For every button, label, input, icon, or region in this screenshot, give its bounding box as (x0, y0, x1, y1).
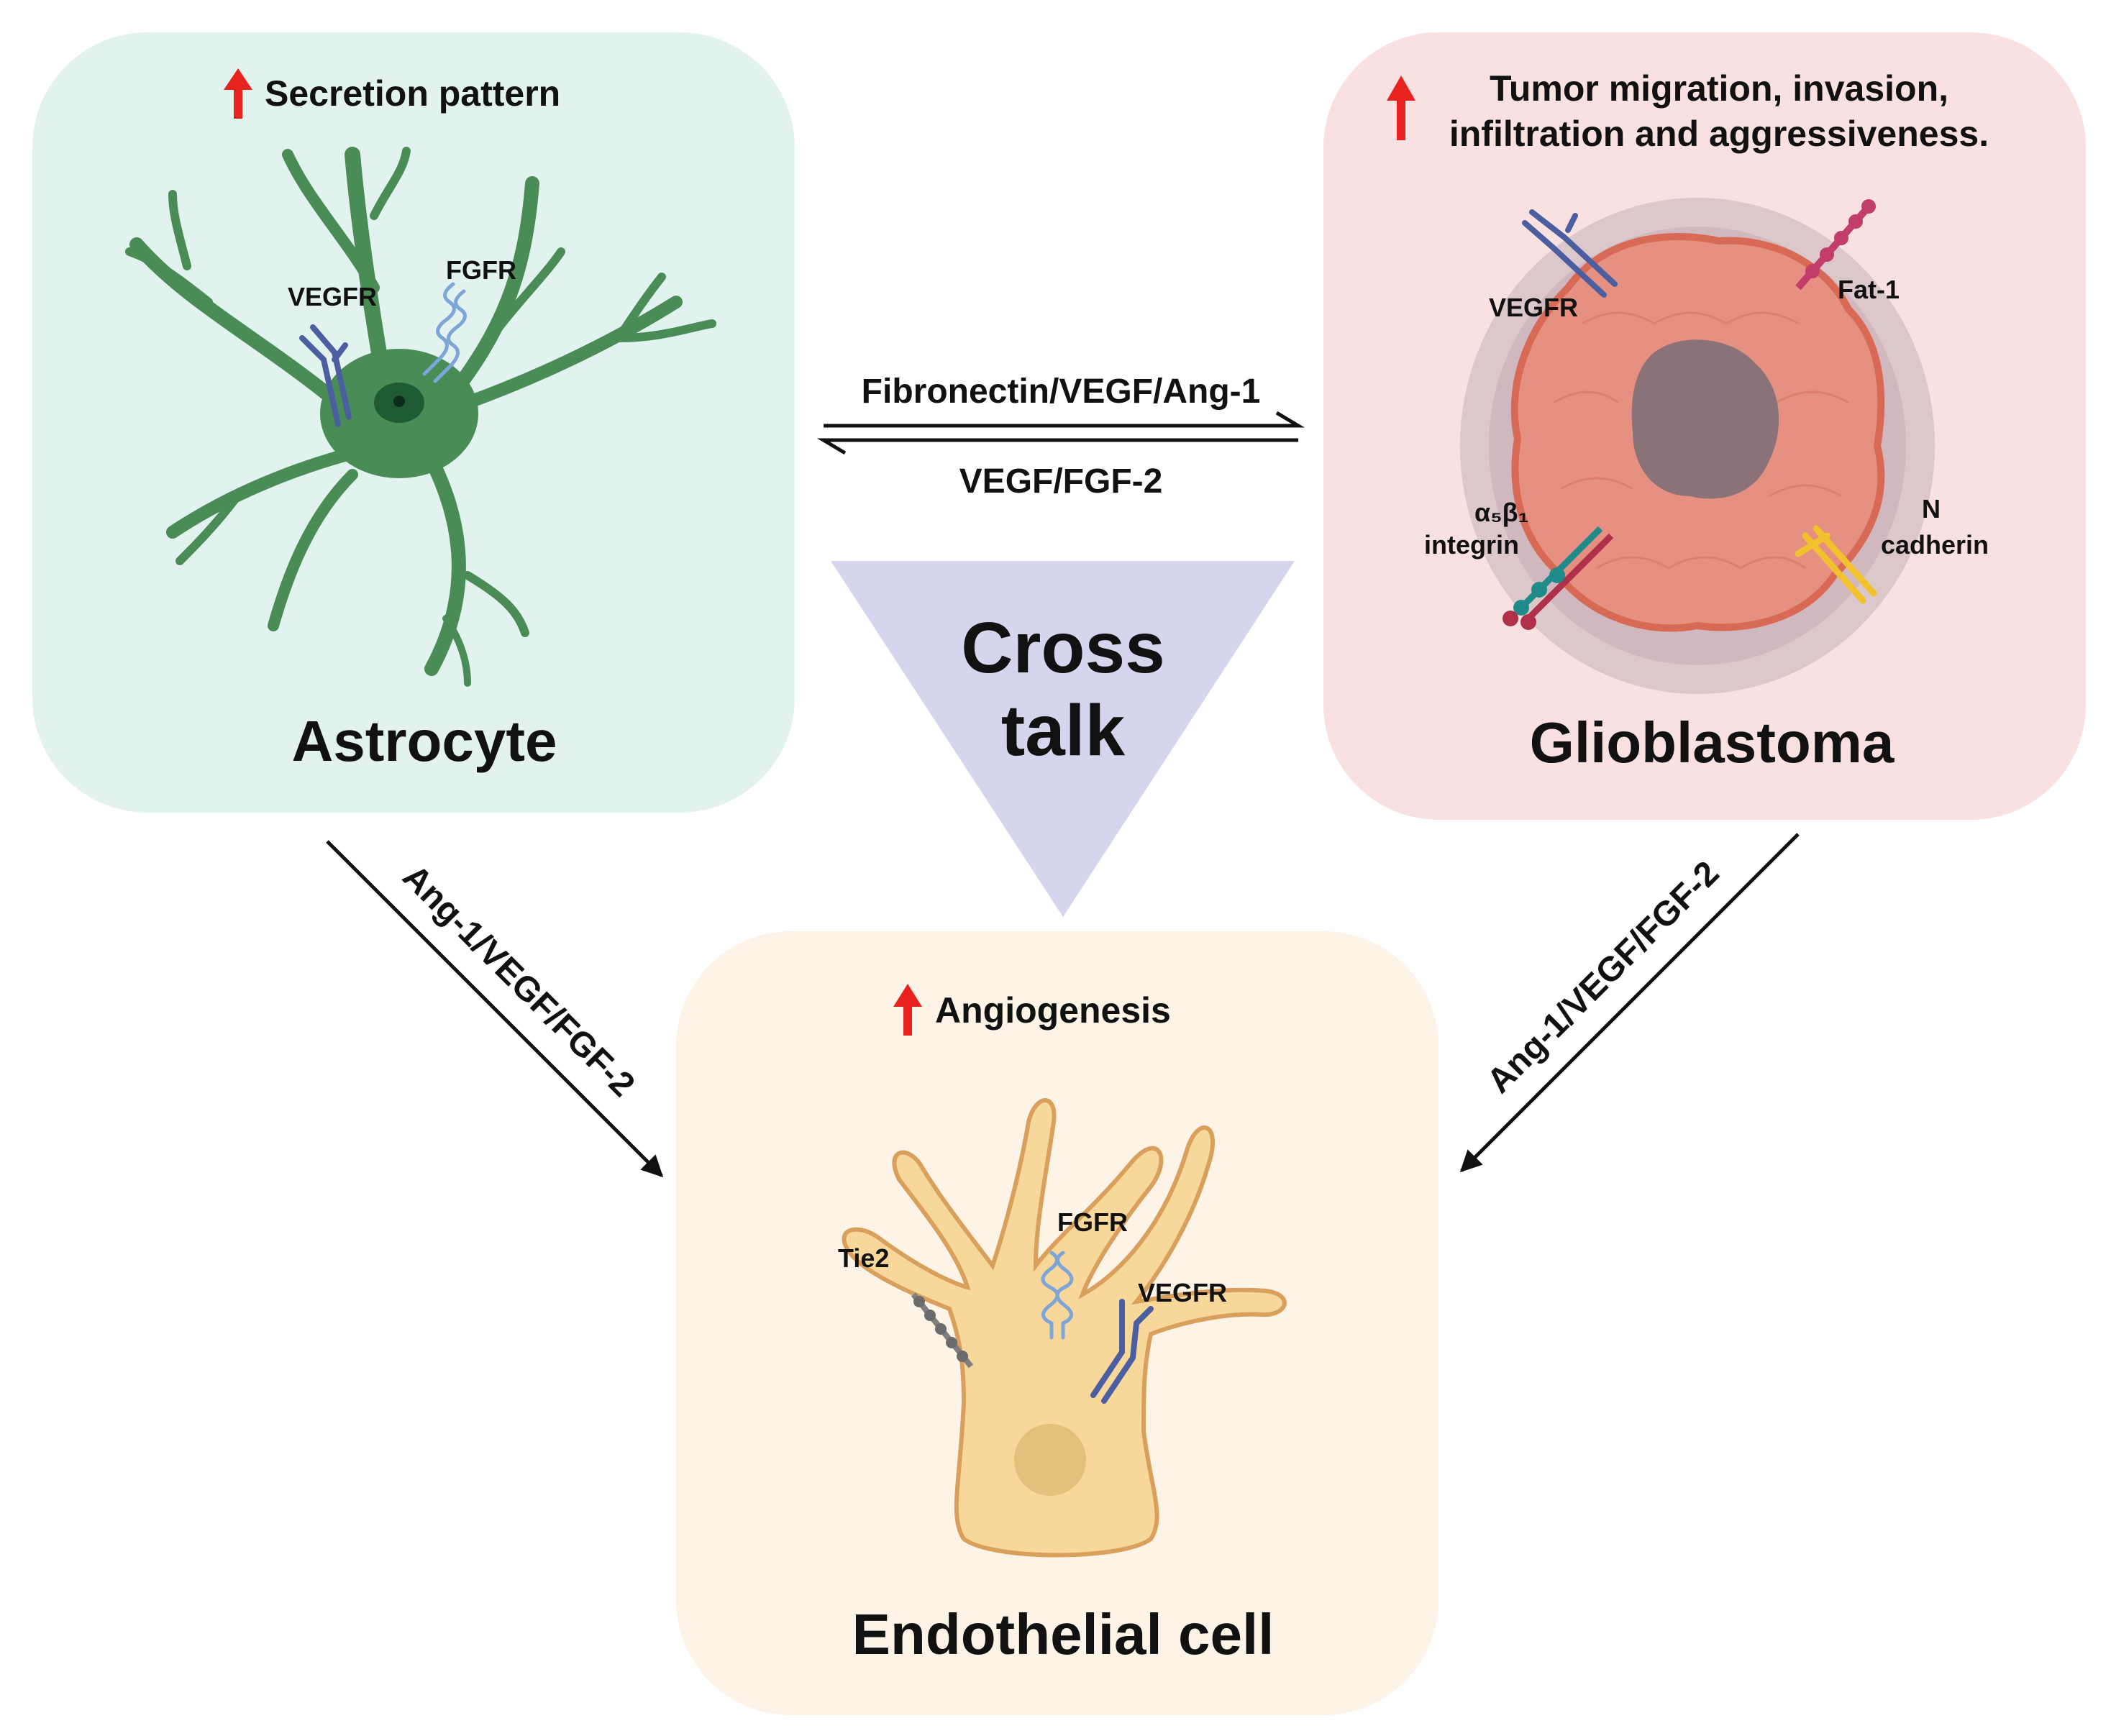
glio-vegfr-label: VEGFR (1489, 293, 1578, 322)
endo-vegfr-receptor-icon (1090, 1299, 1154, 1404)
glio-vegfr-receptor-icon (1522, 209, 1618, 298)
astrocyte-nucleolus (393, 396, 405, 407)
integrin-receptor-icon (1503, 526, 1614, 630)
glioblastoma-effect-line1: Tumor migration, invasion, (1490, 68, 1948, 109)
flow-glio-to-endo-label: Ang-1/VEGF/FGF-2 (1480, 854, 1727, 1101)
fgfr-receptor-icon (422, 282, 467, 383)
fat1-label: Fat-1 (1838, 275, 1900, 304)
tie2-label: Tie2 (838, 1243, 889, 1273)
astrocyte-cell-icon (125, 147, 716, 687)
up-arrow-icon (224, 68, 252, 119)
integrin-label-line2: integrin (1424, 530, 1519, 559)
endothelial-effect: Angiogenesis (935, 990, 1171, 1031)
flow-astro-to-glio-label: Fibronectin/VEGF/Ang-1 (862, 373, 1261, 411)
flow-glio-to-astro-label: VEGF/FGF-2 (959, 462, 1163, 501)
up-arrow-icon (1387, 76, 1415, 140)
astrocyte-effect: Secretion pattern (265, 73, 560, 114)
integrin-label-line1: α₅β₁ (1474, 498, 1529, 527)
astro-to-endo-arrow (326, 840, 664, 1178)
astrocyte-fgfr-label: FGFR (446, 255, 516, 285)
n-cadherin-receptor-icon (1795, 525, 1877, 604)
cross-talk-line1: Cross (961, 608, 1164, 688)
n-cadherin-label-line1: N (1922, 494, 1941, 524)
n-cadherin-label-line2: cadherin (1881, 530, 1989, 559)
glioblastoma-effect-line2: infiltration and aggressiveness. (1449, 114, 1989, 154)
cross-talk-triangle (831, 561, 1295, 917)
flow-astro-to-endo-label: Ang-1/VEGF/FGF-2 (395, 858, 642, 1105)
endothelial-title: Endothelial cell (852, 1602, 1275, 1666)
glioblastoma-nucleus (1631, 339, 1779, 499)
glioblastoma-texture (1553, 311, 1849, 570)
glio-to-endo-arrow (1459, 833, 1800, 1173)
endo-fgfr-receptor-icon (1041, 1251, 1074, 1340)
vegfr-receptor-icon (299, 324, 352, 427)
tie2-receptor-icon (911, 1292, 974, 1369)
astrocyte-vegfr-label: VEGFR (288, 282, 377, 311)
fat1-receptor-icon (1795, 199, 1876, 291)
up-arrow-icon (893, 984, 922, 1036)
astrocyte-title: Astrocyte (291, 709, 557, 773)
exchange-arrows (816, 411, 1305, 455)
glioblastoma-title: Glioblastoma (1530, 711, 1895, 775)
cross-talk-line2: talk (1001, 690, 1126, 771)
endo-fgfr-label: FGFR (1057, 1207, 1128, 1237)
endothelial-nucleus (1014, 1424, 1086, 1496)
endo-vegfr-label: VEGFR (1138, 1278, 1227, 1307)
